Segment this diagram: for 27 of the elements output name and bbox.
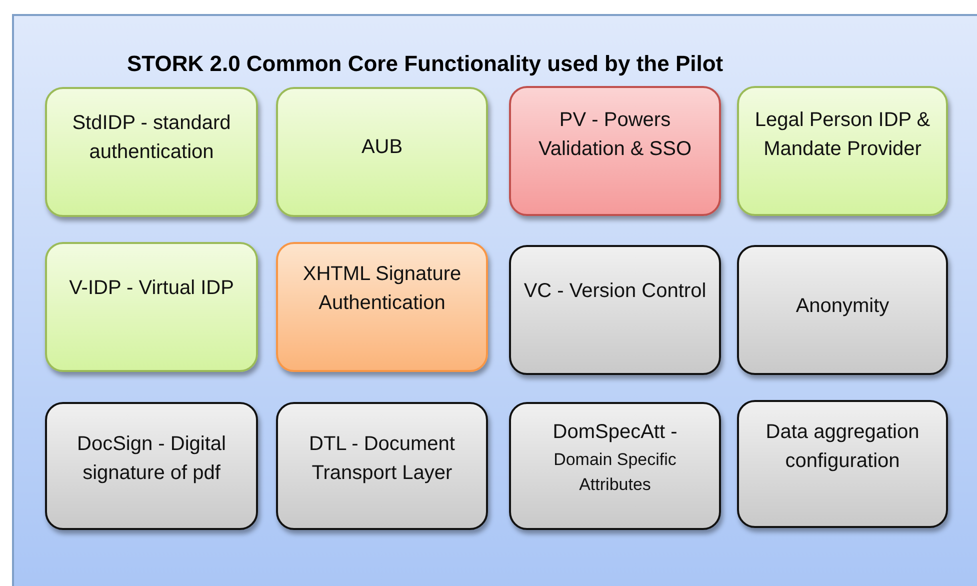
feature-box (509, 402, 721, 530)
panel-title: STORK 2.0 Common Core Functionality used by the Pilot (127, 51, 724, 77)
box-label: Anonymity (796, 294, 890, 319)
feature-box (509, 86, 721, 216)
feature-box (737, 245, 948, 375)
feature-box (276, 242, 488, 372)
box-label: DomSpecAtt - (552, 420, 678, 445)
feature-box (509, 245, 721, 375)
feature-box (45, 242, 258, 372)
group-panel (12, 14, 977, 586)
feature-box (737, 86, 948, 216)
feature-box (276, 402, 488, 530)
box-label: DTL - Document Transport Layer (308, 432, 456, 486)
feature-box (45, 87, 258, 217)
feature-box (45, 402, 258, 530)
box-label: XHTML Signature Authentication (302, 262, 462, 316)
box-label: StdIDP - standard authentication (71, 111, 232, 165)
feature-box (276, 87, 488, 217)
feature-box (737, 400, 948, 528)
box-label: V-IDP - Virtual IDP (69, 276, 234, 301)
box-label: AUB (361, 135, 403, 160)
box-label: Data aggregation configuration (764, 420, 920, 474)
box-label: DocSign - Digital signature of pdf (76, 432, 227, 486)
box-label: VC - Version Control (524, 279, 706, 304)
box-label: PV - Powers Validation & SSO (537, 108, 693, 162)
box-label: Legal Person IDP & Mandate Provider (754, 108, 932, 162)
box-subtitle: Domain Specific Attributes (552, 449, 678, 496)
